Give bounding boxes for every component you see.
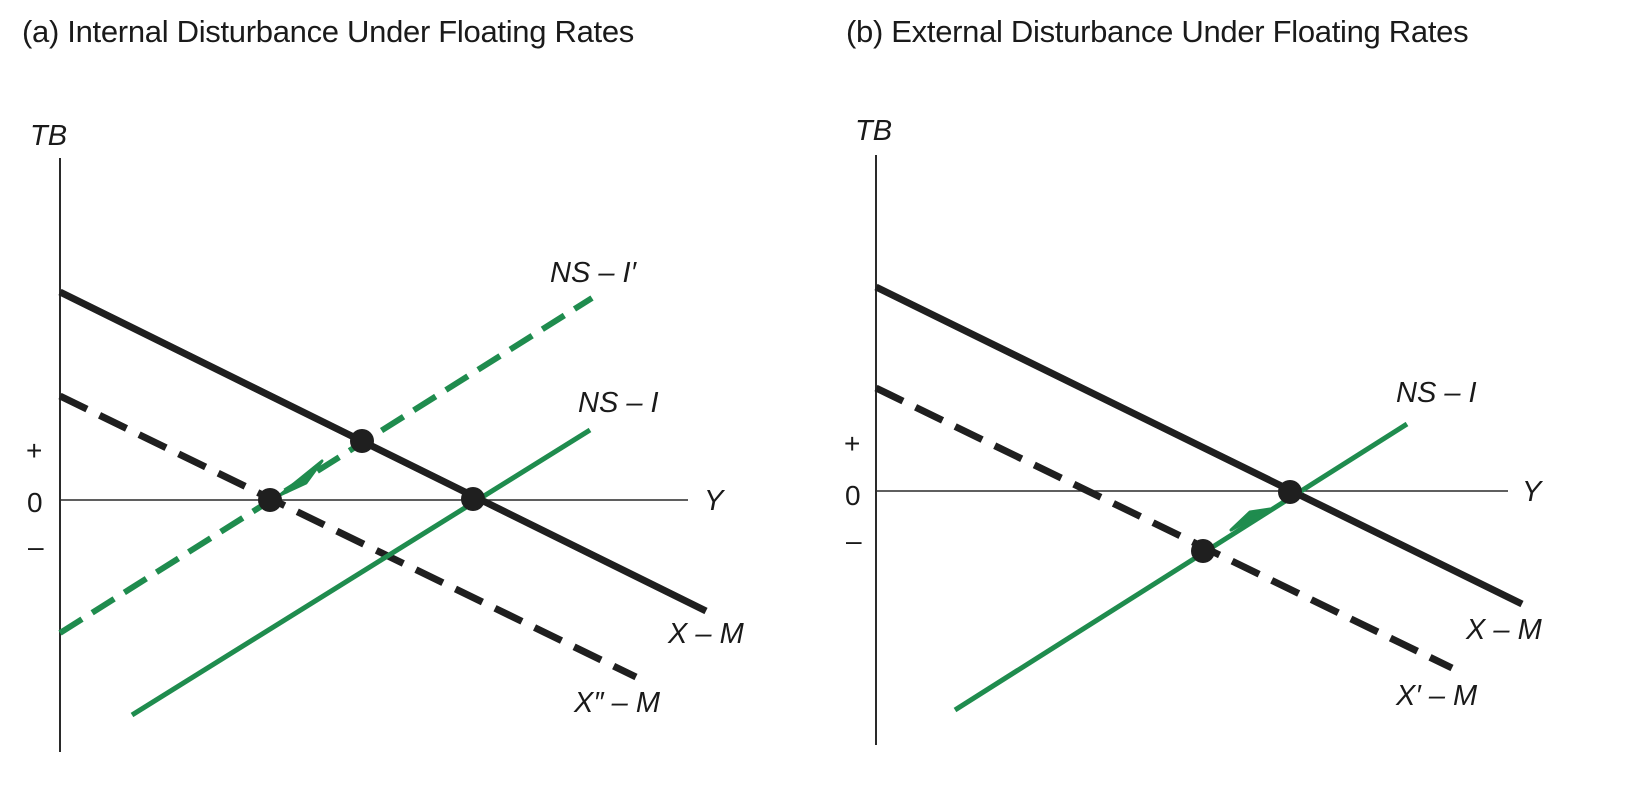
panel-a: TB Y + 0 – NS – I′ NS – I X – M X″ – M	[26, 120, 745, 752]
panel-b: TB Y + 0 – NS – I X – M X′ – M	[844, 115, 1544, 745]
panel-a-ns-label: NS – I	[578, 387, 659, 419]
panel-b-ns-label: NS – I	[1396, 377, 1477, 409]
panel-a-y-axis-label: TB	[30, 120, 67, 152]
panel-a-arrow-icon	[278, 459, 324, 497]
panel-b-plus-sign: +	[844, 428, 860, 459]
panel-b-y-axis-label: TB	[855, 115, 892, 147]
panel-b-xm-shifted-line	[874, 384, 1454, 672]
panel-a-x-axis-label: Y	[704, 485, 726, 517]
panel-b-minus-sign: –	[846, 525, 862, 556]
panel-b-x-axis-label: Y	[1522, 476, 1544, 508]
panel-b-zero-label: 0	[845, 480, 861, 511]
panel-a-ns-shifted-label: NS – I′	[550, 257, 638, 289]
panel-b-point-initial	[1278, 480, 1302, 504]
panel-a-ns-line	[130, 427, 592, 718]
panel-a-point-new	[258, 488, 282, 512]
panel-a-point-intermediate	[350, 429, 374, 453]
panel-b-xm-line	[874, 283, 1524, 608]
panel-a-zero-label: 0	[27, 487, 43, 518]
panel-b-title: (b) External Disturbance Under Floating …	[846, 14, 1469, 49]
panel-b-xm-label: X – M	[1465, 614, 1543, 646]
panel-a-minus-sign: –	[28, 531, 44, 562]
panel-b-point-new	[1191, 539, 1215, 563]
panel-a-xm-shifted-label: X″ – M	[573, 687, 661, 719]
panel-a-xm-label: X – M	[667, 618, 745, 650]
panel-a-xm-line	[58, 288, 708, 615]
panel-a-title: (a) Internal Disturbance Under Floating …	[22, 14, 634, 49]
panel-b-xm-shifted-label: X′ – M	[1395, 680, 1478, 712]
panel-b-arrow-icon	[1229, 507, 1272, 532]
panel-a-plus-sign: +	[26, 435, 42, 466]
panel-a-xm-shifted-line	[58, 392, 638, 681]
panel-a-point-initial	[461, 487, 485, 511]
panel-a-ns-shifted-line	[58, 295, 594, 636]
panel-b-ns-line	[953, 421, 1409, 713]
